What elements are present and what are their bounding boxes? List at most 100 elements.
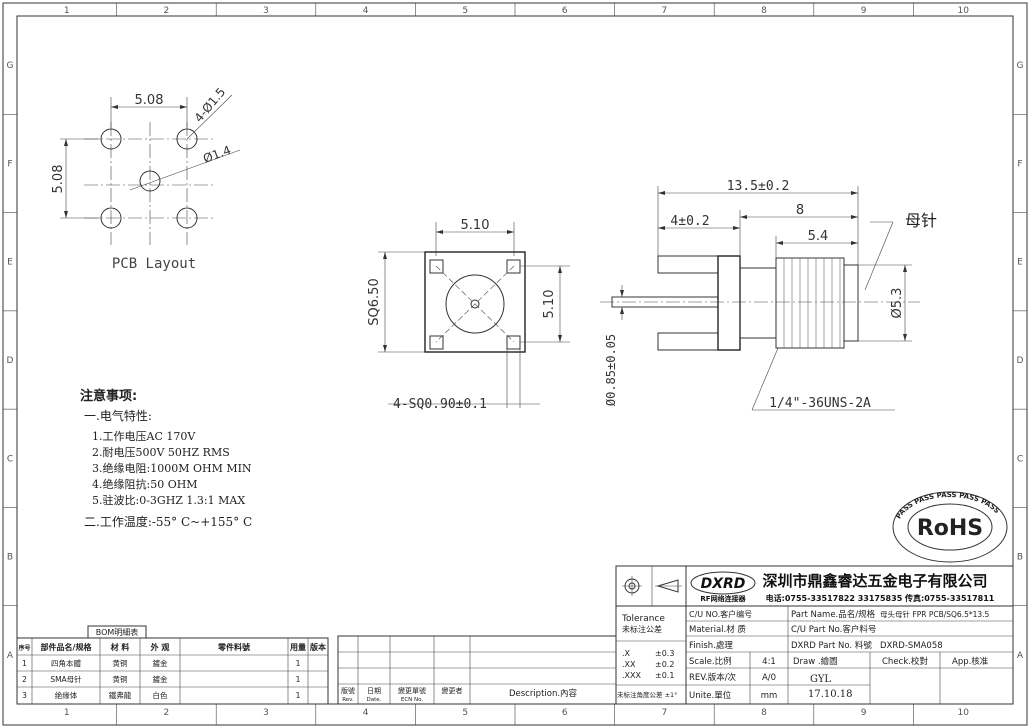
pcb-dim-horizontal: 5.08 (135, 93, 164, 108)
bom-cell: 2 (22, 675, 27, 684)
projection-symbol-icon (622, 576, 682, 596)
row-label: B (7, 553, 13, 563)
column-label: 8 (761, 708, 767, 718)
drawing-date: 17.10.18 (808, 689, 853, 700)
column-label: 3 (263, 708, 269, 718)
side-dim-pin: Ø0.85±0.05 (604, 334, 618, 406)
rev-header: 版號 (341, 686, 355, 695)
bom-header: 部件品名/规格 (41, 642, 93, 652)
bom-cell: 鍍金 (153, 658, 168, 668)
bom-cell: 1 (296, 659, 301, 668)
bom-cell: 鐵弗龍 (109, 690, 132, 700)
row-label: F (7, 159, 12, 169)
column-label: 6 (562, 708, 568, 718)
bom-cell: 黄铜 (113, 658, 128, 668)
revision-table: 版號 Rev. 日期 Date. 變更單號 ECN No. 變更者 Descri… (337, 635, 617, 705)
column-label: 9 (861, 708, 867, 718)
bom-cell: 1 (22, 659, 27, 668)
pcb-layout-view: 5.08 5.08 4-Ø1.5 Ø1.4 PCB Layout (51, 85, 241, 272)
bom-cell: SMA母针 (50, 674, 82, 684)
side-view: 13.5±0.2 4±0.2 8 5.4 Ø5.3 母针 (600, 179, 937, 411)
notes-line: 3.绝缘电阻:1000M OHM MIN (92, 461, 252, 475)
bom-header: 外 观 (151, 642, 170, 652)
row-label: E (1017, 258, 1023, 268)
cu-no-label: C/U NO.客户编号 (689, 609, 752, 619)
bom-cell: 1 (296, 675, 301, 684)
notes-line: 5.驻波比:0-3GHZ 1.3:1 MAX (92, 493, 245, 507)
side-dim-a: 4±0.2 (670, 214, 709, 229)
rev-header: 日期 (367, 687, 381, 695)
rohs-text: RoHS (917, 516, 983, 541)
finish-label: Finish.處理 (689, 640, 733, 651)
scale-label: Scale.比例 (689, 656, 732, 667)
tol-key: .XXX (622, 671, 642, 680)
rev-header: 變更者 (442, 686, 463, 695)
part-name-value: 母头母针 FPR PCB/SQ6.5*13.5 (880, 609, 990, 619)
scale-value: 4:1 (762, 657, 776, 667)
bom-title: BOM明細表 (96, 627, 139, 637)
tol-key: .X (622, 649, 631, 658)
column-label: 7 (662, 708, 668, 718)
row-label: C (7, 454, 13, 464)
row-label: E (7, 258, 13, 268)
dxrd-part-label: DXRD Part No. 料號 (791, 640, 872, 651)
rev-subheader: Date. (367, 697, 382, 703)
pcb-dim-vertical: 5.08 (51, 165, 66, 194)
bom-cell: 四角本體 (51, 658, 81, 668)
bom-header: 用量 (289, 642, 306, 652)
bom-cell: 3 (22, 691, 27, 700)
rohs-stamp: RoHS PASS PASS PASS PASS PASS (892, 491, 1008, 563)
bom-cell: 绝缘体 (55, 690, 78, 700)
column-label: 1 (64, 708, 70, 718)
rev-header: 變更單號 (398, 686, 426, 695)
front-dim-left: SQ6.50 (367, 278, 382, 325)
cu-part-label: C/U Part No.客户料号 (791, 624, 876, 635)
row-label: G (7, 61, 14, 71)
logo-text: DXRD (701, 576, 746, 592)
row-label: D (7, 356, 14, 366)
row-label: D (1017, 356, 1024, 366)
check-label: Check.校對 (882, 656, 928, 667)
front-dim-top: 5.10 (461, 218, 490, 233)
side-dim-b: 8 (796, 203, 804, 218)
notes-line: 2.耐电压500V 50HZ RMS (92, 446, 230, 459)
thread-hatching (783, 258, 841, 348)
row-label: F (1017, 159, 1022, 169)
notes-line: 一.电气特性: (84, 408, 152, 423)
tolerance-cn: 未标注公差 (622, 624, 662, 634)
logo-subtitle: RF网络连接器 (700, 594, 746, 603)
side-callout-female-pin: 母针 (905, 211, 937, 230)
pcb-hole (176, 207, 198, 229)
bom-header: 序号 (17, 644, 30, 652)
rev-subheader: ECN No. (401, 697, 424, 703)
side-dim-diameter: Ø5.3 (890, 288, 905, 319)
column-label: 4 (363, 6, 369, 16)
rev-header: Description.內容 (509, 688, 578, 699)
column-label: 6 (562, 6, 568, 16)
notes-line: 4.绝缘阻抗:50 OHM (92, 477, 198, 491)
notes-title: 注意事项: (80, 388, 137, 404)
bom-cell: 1 (296, 691, 301, 700)
row-label: B (1017, 553, 1023, 563)
angle-tolerance-note: 未标注角度公差 ±1° (617, 690, 677, 699)
tol-key: .XX (622, 660, 636, 669)
column-label: 1 (64, 6, 70, 16)
column-label: 5 (462, 6, 468, 16)
front-dim-right: 5.10 (542, 290, 557, 319)
part-name-label: Part Name.品名/规格 (791, 609, 876, 620)
column-label: 9 (861, 6, 867, 16)
dxrd-part-value: DXRD-SMA058 (880, 641, 943, 651)
tol-value: ±0.2 (655, 660, 674, 669)
draw-label: Draw .繪圖 (793, 656, 838, 667)
bom-header: 版本 (309, 642, 326, 652)
pcb-layout-label: PCB Layout (112, 256, 196, 272)
side-thread-spec: 1/4"-36UNS-2A (769, 396, 871, 411)
bom-header: 零件料號 (217, 642, 250, 652)
notes-line: 1.工作电压AC 170V (92, 430, 196, 443)
front-view: 5.10 SQ6.50 5.10 4-SQ0.90±0.1 (367, 218, 570, 412)
row-label: G (1017, 61, 1024, 71)
bom-cell: 黄铜 (113, 674, 128, 684)
